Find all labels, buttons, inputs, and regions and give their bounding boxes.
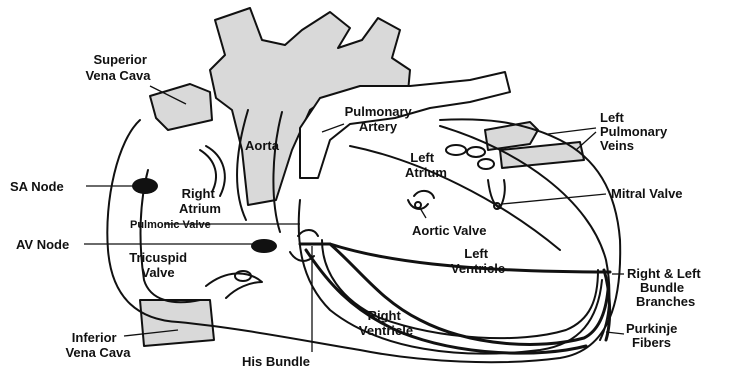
label-mitral-valve: Mitral Valve (611, 186, 683, 201)
label-left-ventricle: Left Ventricle (451, 246, 505, 276)
label-purkinje-fibers: Purkinje Fibers (626, 321, 681, 350)
label-left-pulmonary-veins: Left Pulmonary Veins (600, 110, 671, 153)
label-av-node: AV Node (16, 237, 69, 252)
label-tricuspid-valve: Tricuspid Valve (129, 250, 190, 280)
tricuspid-valve-cusp (235, 271, 251, 281)
leader-mitral-valve (502, 194, 606, 204)
av-node (251, 239, 277, 253)
label-superior-vena-cava: Superior Vena Cava (85, 52, 151, 83)
inferior-vena-cava (140, 300, 214, 346)
pulmonary-vein-opening (467, 147, 485, 157)
label-right-atrium: Right Atrium (179, 186, 221, 216)
pulmonary-vein-opening (446, 145, 466, 155)
label-aortic-valve: Aortic Valve (412, 223, 486, 238)
aortic-valve-center (415, 202, 421, 208)
label-his-bundle: His Bundle (242, 354, 310, 369)
label-sa-node: SA Node (10, 179, 64, 194)
label-aorta: Aorta (245, 138, 280, 153)
label-left-atrium: Left Atrium (405, 150, 447, 180)
label-inferior-vena-cava: Inferior Vena Cava (65, 330, 131, 360)
tricuspid-valve-leaflets (206, 273, 262, 298)
label-pulmonic-valve: Pulmonic Valve (130, 219, 211, 231)
leader-left-pulmonary-veins-2 (576, 132, 596, 150)
label-bundle-branches: Right & Left Bundle Branches (627, 266, 704, 309)
leader-aortic-valve (420, 208, 426, 218)
pulmonary-vein-opening (478, 159, 494, 169)
leader-left-pulmonary-veins-1 (548, 128, 596, 134)
sa-node (132, 178, 158, 194)
